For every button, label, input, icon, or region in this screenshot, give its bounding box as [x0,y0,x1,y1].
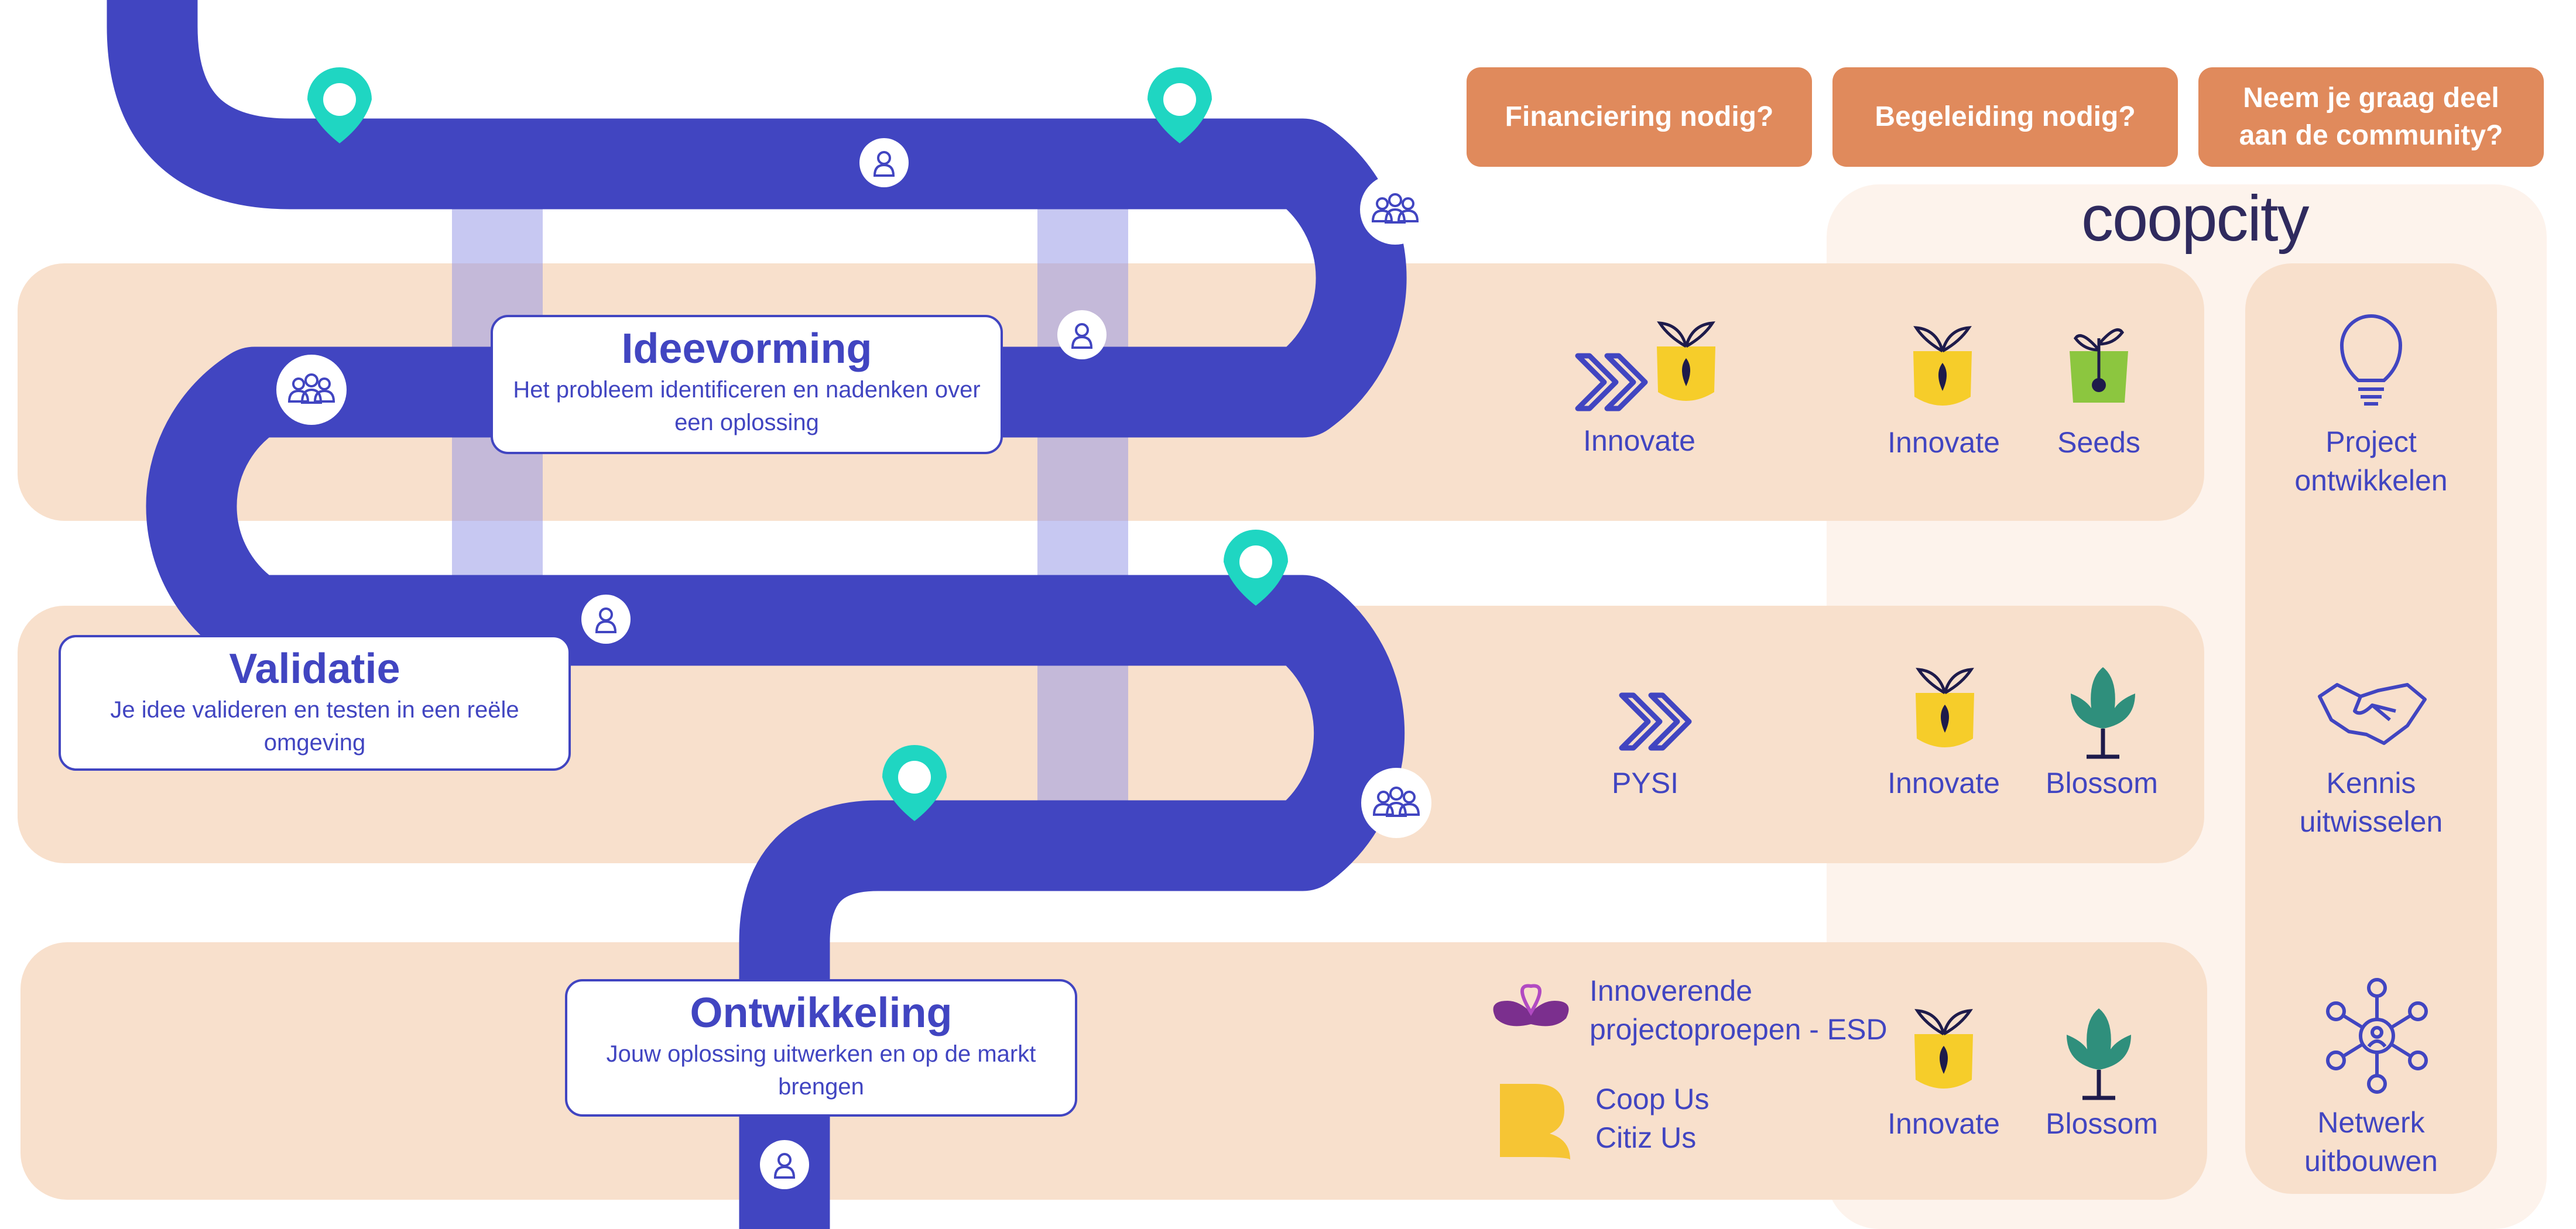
group-icon [276,355,347,425]
seeds-icon [2070,328,2128,403]
guidance-innovate-label: Innovate [1888,1107,2000,1140]
community-project-label: Project ontwikkelen [2294,425,2448,497]
financing-innovate-label: Innovate [1583,424,1695,457]
coopcity-logo: coopcity [2081,183,2310,255]
community-column [2245,263,2497,1194]
stage-title: Ontwikkeling [690,990,953,1036]
stage-title: Ideevorming [621,325,872,372]
financing-header: Financiering nodig? [1467,67,1812,167]
stage-description: Jouw oplossing uitwerken en op de markt … [606,1041,1036,1100]
lightbulb-icon [2339,314,2403,406]
guidance-header: Begeleiding nodig? [1832,67,2178,167]
guidance-innovate-label: Innovate [1888,767,2000,799]
stage-title: Validatie [229,646,400,692]
guidance-blossom-label: Blossom [2046,1107,2158,1140]
network-icon [2326,978,2428,1094]
handshake-icon [2318,683,2427,745]
group-icon [1361,768,1431,838]
community-knowledge-label: Kennis uitwisselen [2299,767,2443,838]
esd-heart-icon [1493,984,1569,1027]
financing-coopus-label: Coop Us Citiz Us [1595,1083,1710,1154]
innovate-bulb-icon [1914,1009,1973,1089]
stage-card-ontwikkeling: Ontwikkeling Jouw oplossing uitwerken en… [565,979,1077,1117]
person-icon [859,138,909,187]
guidance-innovate-label: Innovate [1888,426,2000,459]
stage-band-ontwikkeling [20,942,2207,1200]
location-pin-icon [1147,67,1212,143]
location-pin-icon [307,67,372,143]
location-pin-icon [882,744,947,821]
double-chevron-icon [1575,353,1648,411]
innovate-bulb-icon [1913,326,1972,406]
blossom-icon [2071,667,2135,759]
guidance-blossom-label: Blossom [2046,767,2158,799]
community-network-label: Netwerk uitbouwen [2304,1106,2438,1177]
innovate-bulb-icon [1657,321,1715,401]
group-icon [1360,174,1430,245]
person-icon [1057,310,1107,359]
stage-description: Je idee valideren en testen in een reële… [110,697,519,756]
journey-road [107,0,1407,1229]
person-icon [760,1140,809,1189]
financing-esd-label: Innoverende projectoproepen - ESD [1590,974,1888,1046]
innovate-bulb-icon [1916,668,1974,747]
stage-card-validatie: Validatie Je idee valideren en testen in… [59,635,571,771]
community-header: Neem je graag deel aan de community? [2198,67,2544,167]
financing-pysi-label: PYSI [1612,767,1678,799]
double-chevron-icon [1619,692,1692,751]
blossom-icon [2067,1008,2131,1100]
stage-description: Het probleem identificeren en nadenken o… [513,377,981,435]
stage-card-ideevorming: Ideevorming Het probleem identificeren e… [491,315,1003,454]
coop-us-b-icon [1500,1084,1570,1160]
guidance-seeds-label: Seeds [2057,426,2140,459]
road-connector-2 [1037,208,1128,805]
location-pin-icon [1224,529,1288,606]
person-icon [581,595,631,644]
